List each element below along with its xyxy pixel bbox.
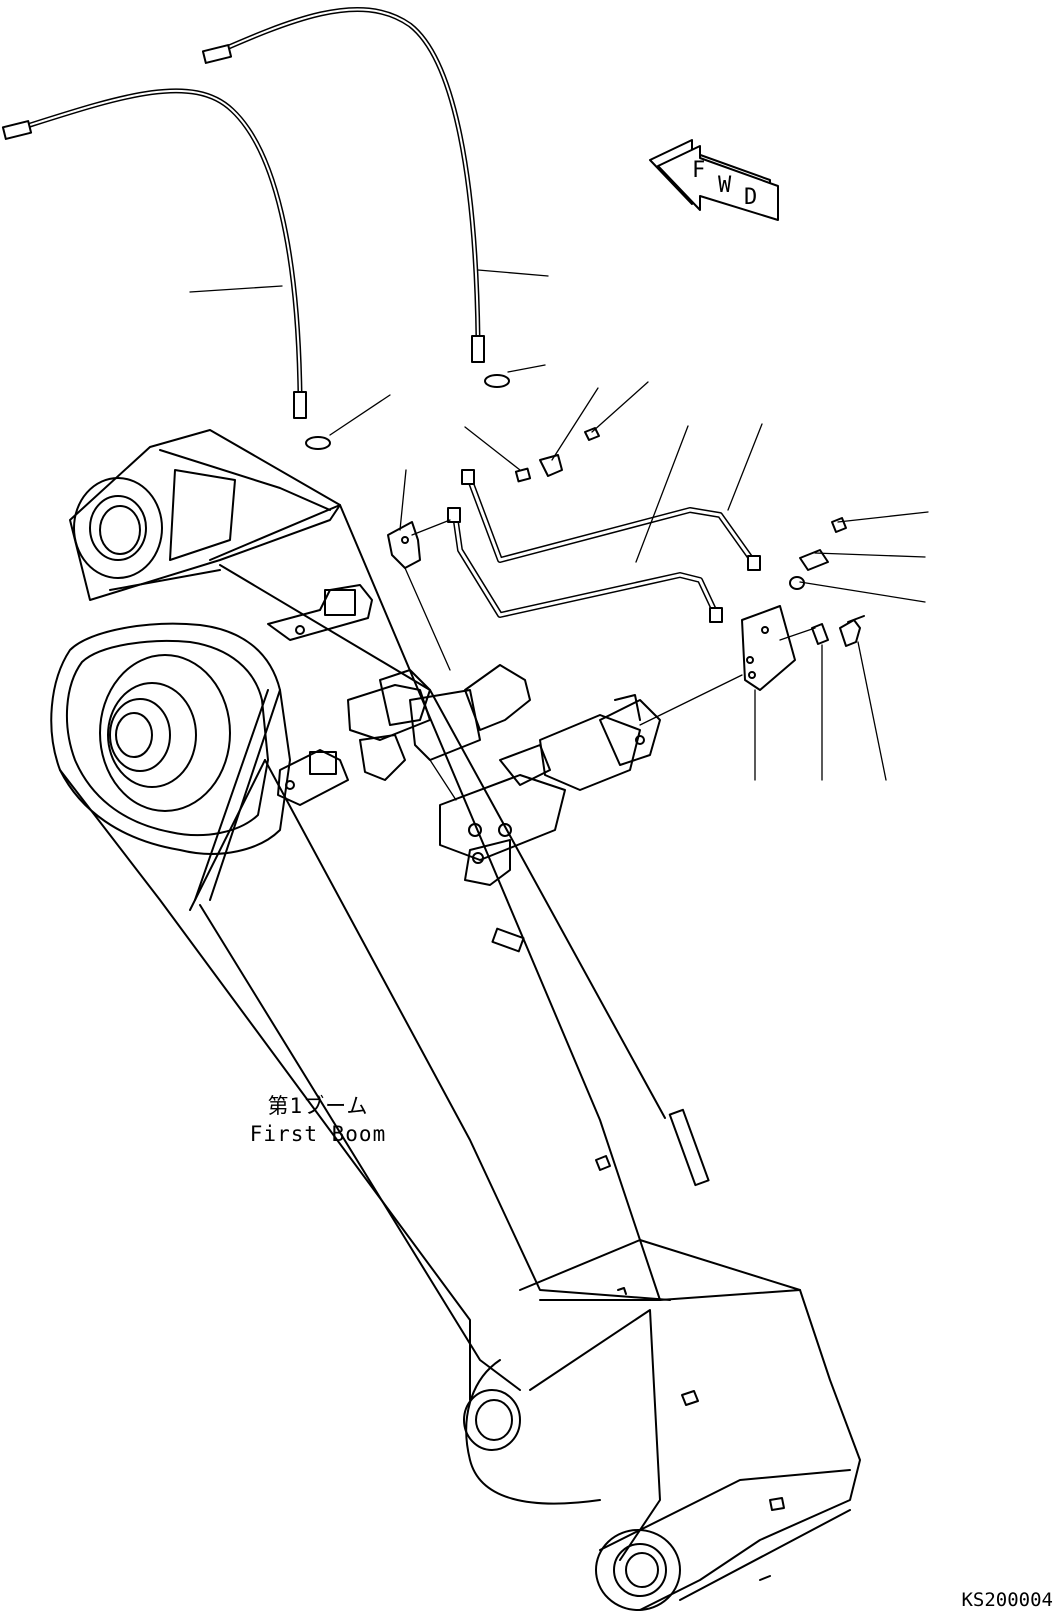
first-boom-label-japanese: 第1ブーム: [267, 1094, 369, 1118]
fwd-letter-d: D: [744, 185, 757, 210]
hose-right: [201, 6, 485, 363]
first-boom-label: 第1ブーム First Boom: [238, 1092, 398, 1148]
o-ring-left: [305, 436, 331, 450]
fwd-letter-f: F: [692, 158, 705, 183]
first-boom-label-english: First Boom: [249, 1122, 387, 1146]
hose-left: [1, 88, 307, 419]
drawing-code: KS200004: [961, 1589, 1053, 1611]
hardware-parts: [387, 427, 865, 691]
forward-arrow-icon: F W D: [649, 139, 779, 221]
first-boom: [50, 429, 861, 1611]
clamp-assemblies: [267, 584, 661, 886]
o-ring-right: [484, 374, 510, 388]
leader-lines: [189, 269, 929, 801]
fwd-letter-w: W: [718, 173, 732, 198]
steel-tubes: [447, 469, 761, 623]
